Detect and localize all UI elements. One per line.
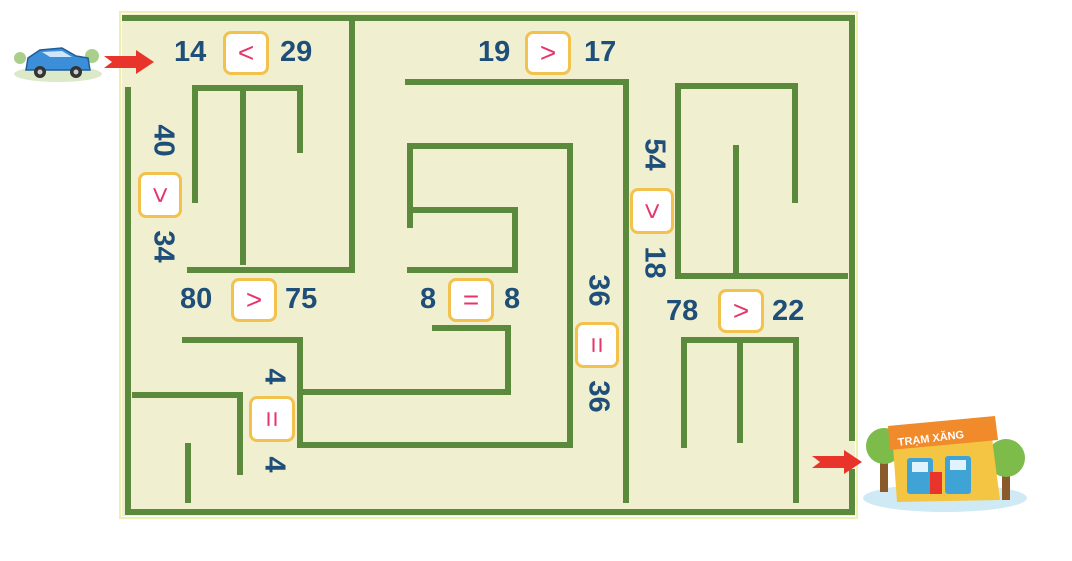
compare-box-36-36[interactable]: = bbox=[575, 322, 619, 368]
number-18: 18 bbox=[638, 246, 671, 279]
number-80: 80 bbox=[180, 283, 213, 315]
compare-box-40-34[interactable]: > bbox=[138, 172, 182, 218]
compare-box-4-4[interactable]: = bbox=[249, 396, 295, 442]
gas-station-icon bbox=[863, 416, 1027, 512]
compare-sign: > bbox=[144, 186, 176, 204]
compare-box-8-8[interactable]: = bbox=[448, 278, 494, 322]
compare-box-80-75[interactable]: > bbox=[231, 278, 277, 322]
compare-box-14-29[interactable]: < bbox=[223, 31, 269, 75]
compare-sign: > bbox=[636, 202, 668, 220]
maze-rim bbox=[119, 11, 858, 519]
number-8-left: 8 bbox=[420, 283, 437, 315]
number-34: 34 bbox=[147, 230, 180, 263]
compare-sign: = bbox=[462, 284, 480, 315]
number-4-bottom: 4 bbox=[258, 456, 291, 473]
compare-sign: > bbox=[539, 37, 557, 68]
number-14: 14 bbox=[174, 36, 207, 68]
number-36-top: 36 bbox=[582, 274, 615, 307]
compare-sign: > bbox=[245, 284, 263, 315]
finish-arrow-icon bbox=[812, 450, 862, 474]
number-75: 75 bbox=[285, 283, 318, 315]
number-29: 29 bbox=[280, 36, 313, 68]
number-22: 22 bbox=[772, 295, 805, 327]
car-icon bbox=[14, 47, 102, 82]
number-40: 40 bbox=[147, 124, 180, 157]
number-4-top: 4 bbox=[258, 368, 291, 385]
compare-box-54-18[interactable]: > bbox=[630, 188, 674, 234]
compare-sign: = bbox=[581, 336, 613, 354]
number-8-right: 8 bbox=[504, 283, 521, 315]
compare-sign: < bbox=[237, 37, 255, 68]
maze-walls bbox=[122, 15, 855, 515]
number-36-bottom: 36 bbox=[582, 380, 615, 413]
start-arrow-icon bbox=[104, 50, 154, 74]
compare-sign: = bbox=[256, 410, 288, 428]
number-17: 17 bbox=[584, 36, 617, 68]
number-19: 19 bbox=[478, 36, 511, 68]
compare-sign: > bbox=[732, 295, 750, 326]
number-54: 54 bbox=[638, 138, 671, 171]
compare-box-78-22[interactable]: > bbox=[718, 289, 764, 333]
compare-box-19-17[interactable]: > bbox=[525, 31, 571, 75]
number-78: 78 bbox=[666, 295, 699, 327]
